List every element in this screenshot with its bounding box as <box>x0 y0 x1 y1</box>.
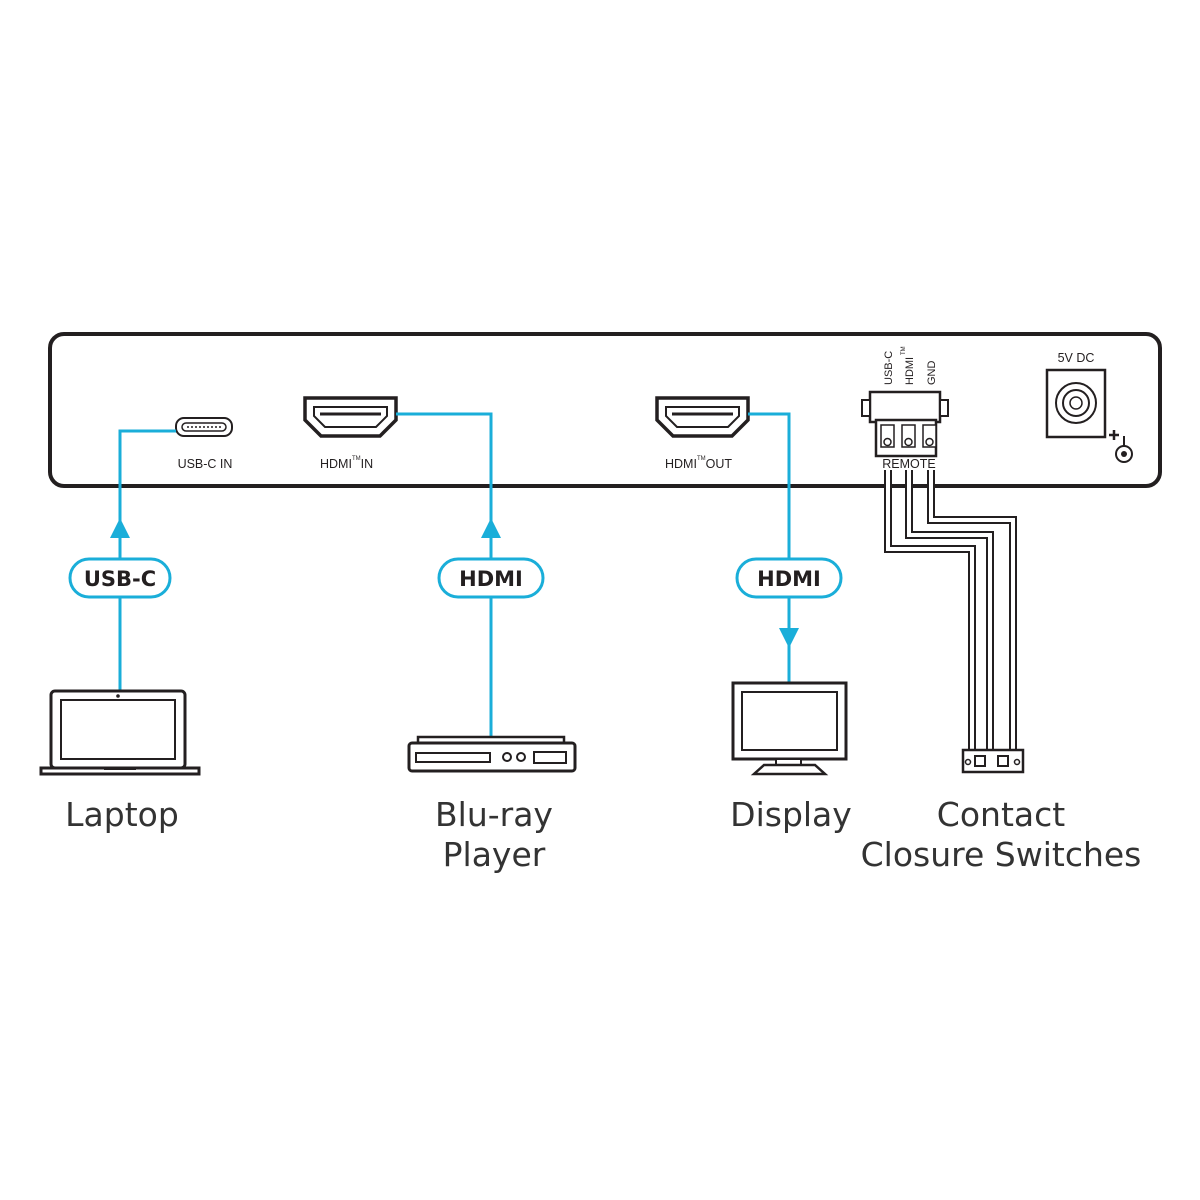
remote-pin-hdmi-trademark: TM <box>901 346 907 355</box>
hdmi-out-label-prefix: HDMI <box>665 457 697 471</box>
laptop-label: Laptop <box>65 795 179 834</box>
hdmi-out-arrowhead-icon <box>779 628 799 648</box>
hdmi-out-trademark: TM <box>697 456 706 462</box>
hdmi-in-arrowhead-icon <box>481 518 501 538</box>
remote-wires <box>884 470 1017 752</box>
power-label: 5V DC <box>1058 351 1095 365</box>
bluray-label-line1: Blu-ray <box>435 795 553 834</box>
hdmi-in-cable <box>396 412 501 737</box>
hdmi-out-port <box>655 396 750 438</box>
hdmi-in-trademark: TM <box>352 456 361 462</box>
hdmi-out-pill: HDMI <box>735 557 843 599</box>
remote-pin-hdmi-label: HDMI <box>904 357 916 385</box>
display-icon <box>731 681 848 776</box>
polarity-icon <box>1109 430 1133 463</box>
hdmi-in-label-prefix: HDMI <box>320 457 352 471</box>
hdmi-in-label: HDMITMIN <box>320 456 373 471</box>
bluray-label-line2: Player <box>443 835 546 874</box>
hdmi-out-pill-label: HDMI <box>757 567 821 591</box>
hdmi-in-pill: HDMI <box>437 557 545 599</box>
usbc-pill-label: USB-C <box>84 567 156 591</box>
contact-closure-switches-icon <box>961 748 1025 774</box>
power-jack <box>1045 368 1107 439</box>
usbc-port <box>175 417 233 437</box>
switches-label-line2: Closure Switches <box>861 835 1142 874</box>
remote-pin-usbc-label: USB-C <box>883 351 895 385</box>
hdmi-out-label-suffix: OUT <box>706 457 733 471</box>
hdmi-in-port <box>303 396 398 438</box>
bluray-player-icon <box>407 735 577 773</box>
usbc-pill: USB-C <box>68 557 172 599</box>
hdmi-in-pill-label: HDMI <box>459 567 523 591</box>
remote-label: REMOTE <box>882 457 935 471</box>
usbc-arrowhead-icon <box>110 518 130 538</box>
hdmi-out-label: HDMITMOUT <box>665 456 732 471</box>
usbc-cable <box>110 429 176 691</box>
hdmi-in-label-suffix: IN <box>361 457 374 471</box>
switches-label-line1: Contact <box>937 795 1065 834</box>
remote-pin-gnd-label: GND <box>926 361 938 386</box>
remote-terminal-block <box>861 390 949 458</box>
remote-wires-inner <box>886 470 1015 752</box>
display-label: Display <box>730 795 852 834</box>
laptop-icon <box>39 689 201 776</box>
usbc-in-label: USB-C IN <box>178 457 233 471</box>
